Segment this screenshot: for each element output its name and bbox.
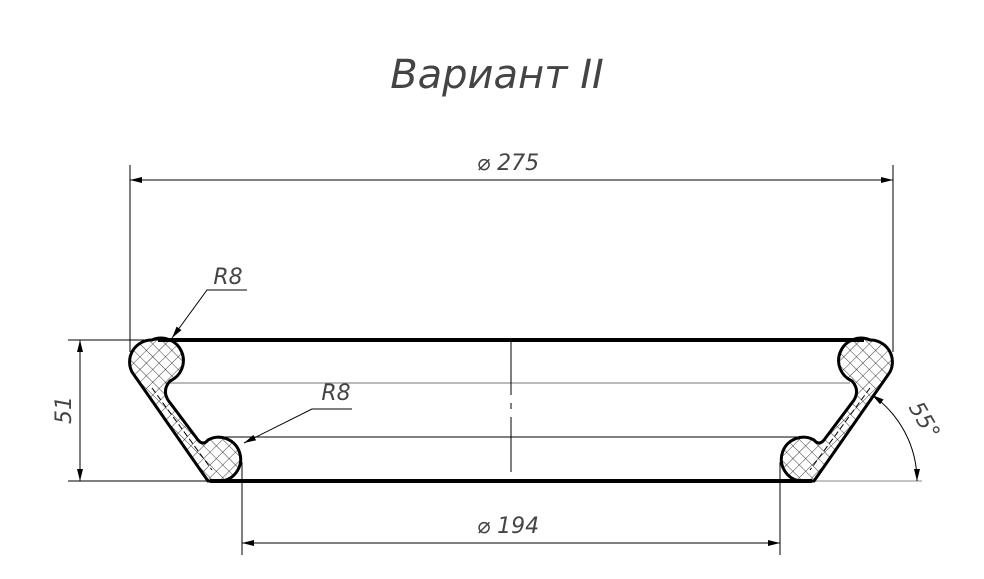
section-right — [779, 336, 894, 483]
dim-label-194: ⌀ 194 — [477, 514, 539, 539]
leader-r8-bottom — [243, 408, 352, 444]
dim-label-angle: 55° — [903, 398, 944, 444]
dim-label-51: 51 — [52, 396, 77, 424]
dim-label-r8-top: R8 — [213, 265, 242, 290]
dim-arc-55 — [871, 394, 920, 482]
ring-outline — [158, 338, 864, 483]
dim-label-275: ⌀ 275 — [477, 151, 539, 176]
leader-r8-top — [171, 289, 247, 339]
dim-label-r8-bottom: R8 — [321, 381, 350, 406]
section-left — [128, 336, 243, 483]
drawing-title: Вариант II — [390, 52, 604, 98]
construction-lines — [68, 165, 922, 555]
